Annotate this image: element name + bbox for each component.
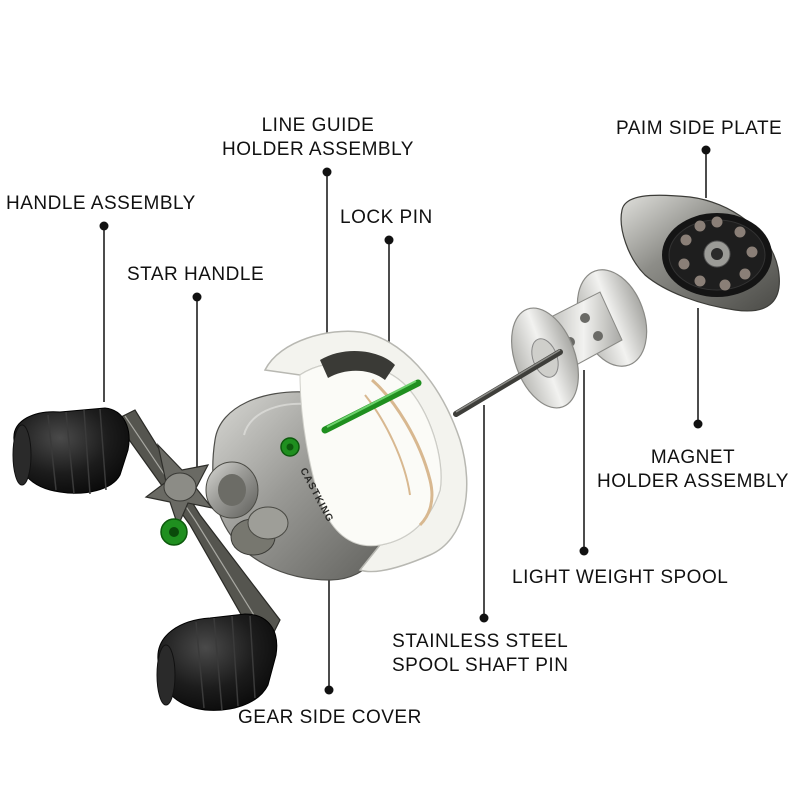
palm-side-plate <box>620 194 780 312</box>
reel-body: CASTKING <box>205 330 468 581</box>
label-palm-side-plate: PAIM SIDE PLATE <box>616 118 783 139</box>
leader-dot-spool <box>579 546 589 556</box>
label-magnet-line2: HOLDER ASSEMBLY <box>597 471 789 492</box>
label-handle-assembly: HANDLE ASSEMBLY <box>6 193 196 214</box>
label-light-weight-spool: LIGHT WEIGHT SPOOL <box>512 567 729 588</box>
leader-dot-gear-cover <box>324 685 334 695</box>
lock-pin <box>321 379 422 434</box>
leader-lines <box>99 145 711 695</box>
star-handle <box>144 443 214 528</box>
leader-dot-handle <box>99 221 109 231</box>
handle-assembly <box>12 407 281 711</box>
leader-dot-line-guide <box>322 167 332 177</box>
label-line-guide-line2: HOLDER ASSEMBLY <box>222 139 414 160</box>
label-line-guide-holder: LINE GUIDE HOLDER ASSEMBLY <box>222 114 414 162</box>
handle-knob-lower <box>156 613 278 711</box>
leader-dot-shaft <box>479 613 489 623</box>
label-lock-pin: LOCK PIN <box>340 207 433 228</box>
label-line-guide-line1: LINE GUIDE <box>261 115 375 136</box>
label-shaft-line2: SPOOL SHAFT PIN <box>392 655 569 676</box>
leader-dot-magnet <box>693 419 703 429</box>
label-magnet-holder: MAGNET HOLDER ASSEMBLY <box>597 446 789 494</box>
label-star-handle: STAR HANDLE <box>127 264 265 285</box>
leader-dot-palm-plate <box>701 145 711 155</box>
handle-knob-upper <box>12 407 130 495</box>
leader-dot-star-handle <box>192 292 202 302</box>
leader-dot-lock-pin <box>384 235 394 245</box>
light-weight-spool <box>511 269 648 409</box>
label-gear-side-cover: GEAR SIDE COVER <box>238 707 422 728</box>
label-shaft-line1: STAINLESS STEEL <box>392 631 569 652</box>
magnet-ring <box>678 216 758 291</box>
label-spool-shaft-pin: STAINLESS STEEL SPOOL SHAFT PIN <box>392 630 568 678</box>
spool-shaft-pin <box>453 349 563 417</box>
label-magnet-line1: MAGNET <box>650 447 736 468</box>
